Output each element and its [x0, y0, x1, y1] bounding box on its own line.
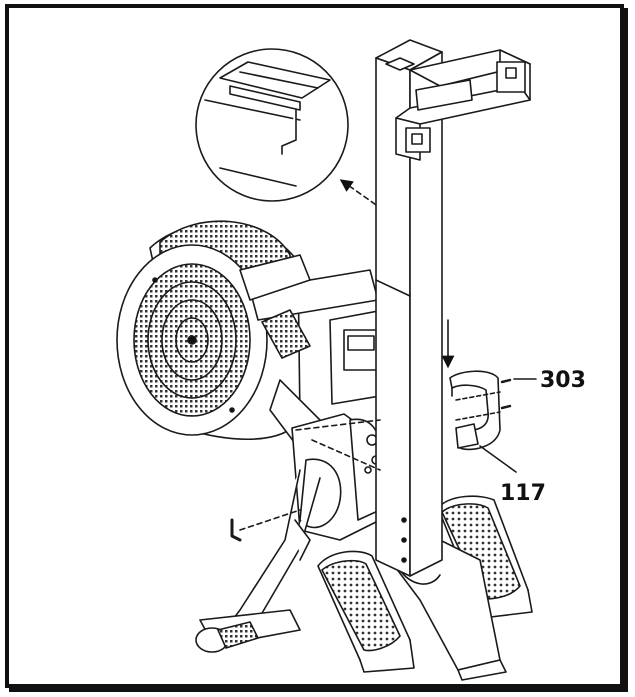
callout-117: 117: [500, 481, 546, 506]
detail-magnifier: [195, 48, 349, 202]
top-bracket: [395, 49, 531, 161]
footrest-right: [437, 495, 533, 619]
callout-303: 303: [540, 368, 586, 393]
stopper-bracket-part: [449, 370, 517, 473]
main-beam: [239, 254, 387, 405]
footrest-left: [317, 550, 415, 673]
monorail: [375, 39, 443, 577]
front-frame: [195, 379, 388, 653]
allen-key: [230, 419, 381, 542]
bolts: [500, 378, 537, 410]
